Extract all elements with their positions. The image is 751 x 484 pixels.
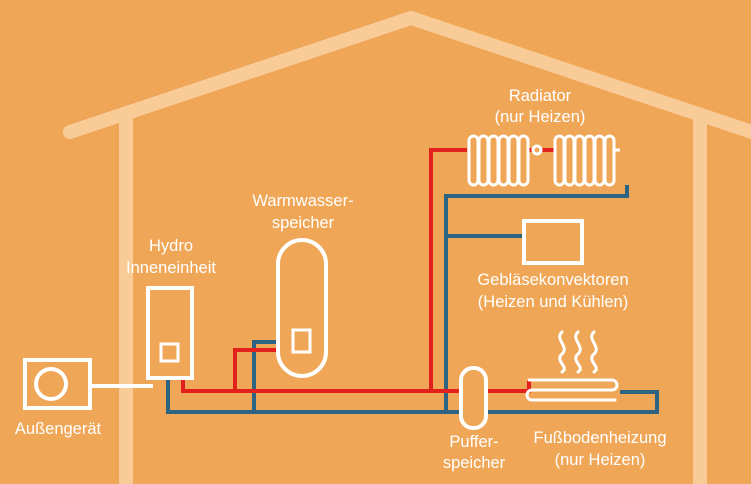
floor-heating xyxy=(525,330,619,402)
hydro-indoor-unit xyxy=(146,286,194,380)
tank-display xyxy=(291,328,312,354)
hot-water-label-line2: speicher xyxy=(271,214,335,232)
radiator-label-line1: Radiator xyxy=(508,87,572,105)
buffer-tank-label-line2: speicher xyxy=(442,454,506,472)
radiator-label-line2: (nur Heizen) xyxy=(494,108,586,126)
outdoor-unit xyxy=(23,358,153,410)
hot-water-label-line1: Warmwasser- xyxy=(252,192,354,210)
radiator-right xyxy=(553,134,616,187)
control-panel xyxy=(159,342,180,363)
house-outline xyxy=(63,11,751,484)
buffer-tank-label-line1: Puffer- xyxy=(449,433,499,451)
fan-icon xyxy=(34,367,68,401)
hydro-unit-label-line2: Inneneinheit xyxy=(126,259,216,277)
fan-coil-unit xyxy=(522,219,584,265)
roof xyxy=(63,11,751,139)
radiator-valve xyxy=(531,144,543,156)
hot-water-tank xyxy=(276,238,328,378)
hydro-unit-label-line1: Hydro xyxy=(148,237,194,255)
fan-coil-label-line1: Gebläsekonvektoren xyxy=(477,271,629,289)
radiator-left xyxy=(467,134,530,187)
outdoor-unit-label: Außengerät xyxy=(14,420,102,438)
floor-heating-label-line2: (nur Heizen) xyxy=(554,451,646,469)
buffer-tank xyxy=(459,366,488,430)
return-pipes xyxy=(166,185,659,414)
fan-coil-label-line2: (Heizen und Kühlen) xyxy=(477,293,629,311)
floor-heating-label-line1: Fußbodenheizung xyxy=(533,429,667,447)
